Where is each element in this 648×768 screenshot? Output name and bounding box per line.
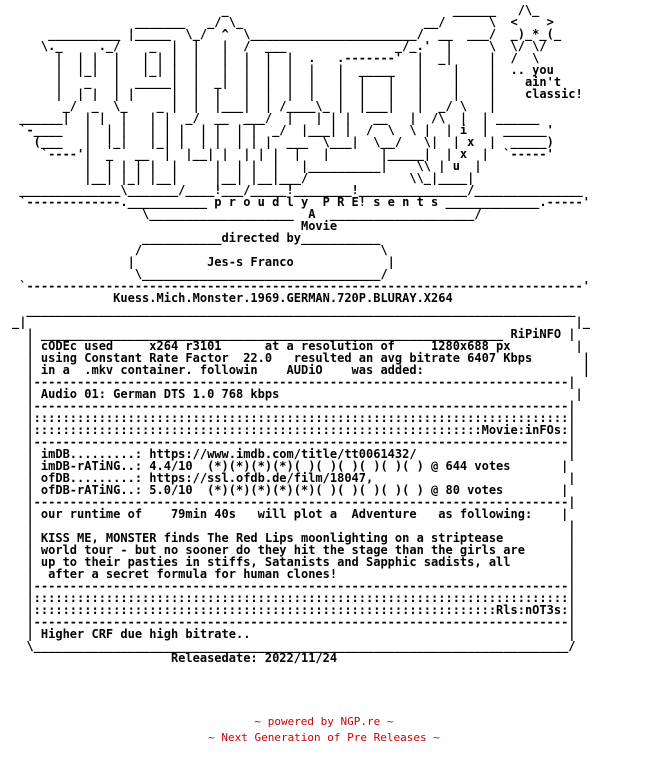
footer: ~ powered by NGP.re ~ ~ Next Generation …: [0, 714, 648, 746]
footer-tagline: ~ Next Generation of Pre Releases ~: [208, 731, 440, 744]
footer-powered-by: ~ powered by NGP.re ~: [254, 715, 394, 728]
nfo-text-art: _ ______ /\_ _______ _/ \_ __/ \ < > ___…: [12, 3, 590, 665]
